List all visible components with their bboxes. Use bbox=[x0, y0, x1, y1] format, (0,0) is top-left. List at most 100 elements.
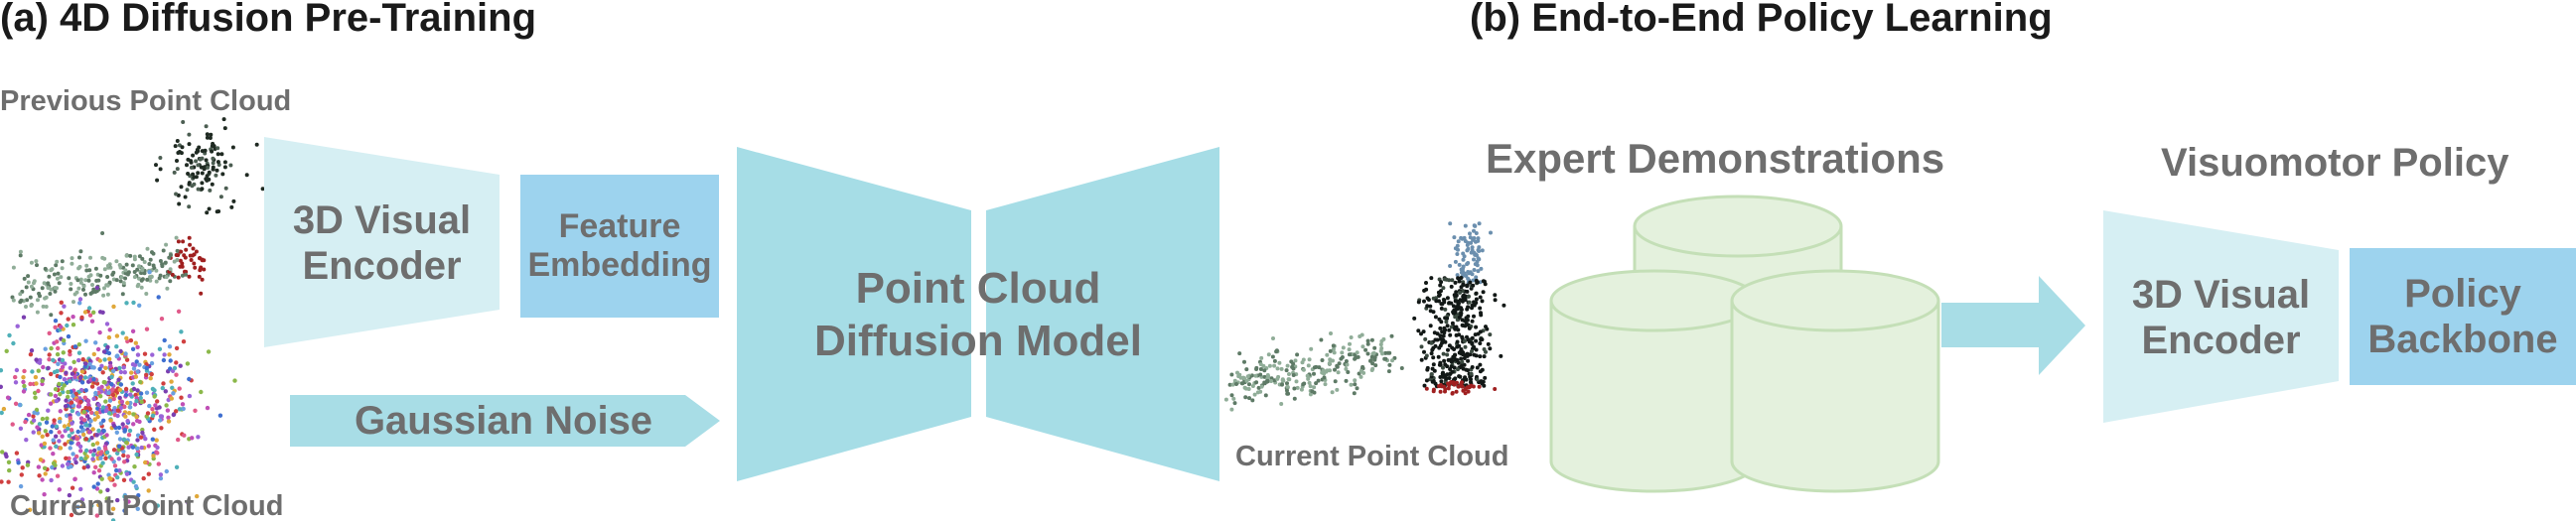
point-cloud-dot bbox=[104, 496, 109, 501]
point-cloud-dot bbox=[1454, 389, 1459, 394]
point-cloud-dot bbox=[107, 356, 112, 361]
point-cloud-dot bbox=[1474, 291, 1479, 296]
point-cloud-dot bbox=[1436, 354, 1441, 359]
point-cloud-dot bbox=[83, 361, 88, 366]
point-cloud-dot bbox=[1474, 353, 1479, 358]
point-cloud-dot bbox=[93, 340, 98, 345]
point-cloud-dot bbox=[1259, 355, 1264, 360]
point-cloud-dot bbox=[1431, 355, 1436, 360]
point-cloud-dot bbox=[98, 452, 103, 457]
point-cloud-dot bbox=[1369, 337, 1374, 342]
point-cloud-dot bbox=[1424, 386, 1429, 391]
point-cloud-dot bbox=[75, 429, 80, 435]
point-cloud-dot bbox=[177, 386, 182, 391]
point-cloud-dot bbox=[133, 340, 138, 345]
point-cloud-dot bbox=[72, 476, 77, 482]
point-cloud-dot bbox=[168, 267, 173, 272]
point-cloud-dot bbox=[164, 468, 169, 474]
point-cloud-dot bbox=[210, 149, 215, 154]
point-cloud-dot bbox=[42, 465, 48, 470]
point-cloud-dot bbox=[121, 453, 126, 458]
point-cloud-dot bbox=[144, 372, 149, 377]
point-cloud-dot bbox=[106, 334, 112, 340]
point-cloud-dot bbox=[196, 435, 201, 440]
point-cloud-dot bbox=[97, 329, 102, 335]
point-cloud-dot bbox=[70, 408, 75, 414]
point-cloud-dot bbox=[90, 442, 96, 448]
point-cloud-dot bbox=[58, 419, 63, 425]
point-cloud-dot bbox=[137, 254, 142, 259]
point-cloud-dot bbox=[1457, 374, 1462, 379]
point-cloud-dot bbox=[98, 394, 103, 399]
point-cloud-dot bbox=[96, 446, 101, 452]
point-cloud-dot bbox=[47, 274, 52, 279]
point-cloud-dot bbox=[157, 346, 163, 351]
point-cloud-dot bbox=[1472, 268, 1477, 272]
point-cloud-dot bbox=[181, 339, 187, 344]
point-cloud-dot bbox=[169, 396, 174, 401]
point-cloud-dot bbox=[1, 406, 7, 412]
point-cloud-dot bbox=[210, 182, 215, 187]
point-cloud-dot bbox=[1465, 351, 1470, 356]
point-cloud-dot bbox=[211, 156, 215, 161]
point-cloud-dot bbox=[150, 413, 156, 418]
point-cloud-dot bbox=[222, 126, 227, 131]
point-cloud-dot bbox=[1483, 375, 1488, 380]
point-cloud-dot bbox=[200, 171, 205, 176]
diffusion-model-line2: Diffusion Model bbox=[814, 317, 1142, 365]
point-cloud-dot bbox=[138, 395, 143, 401]
point-cloud-dot bbox=[1357, 371, 1361, 376]
point-cloud-dot bbox=[219, 152, 224, 157]
point-cloud-dot bbox=[1365, 341, 1370, 346]
point-cloud-dot bbox=[1258, 362, 1263, 367]
point-cloud-dot bbox=[1429, 340, 1434, 345]
point-cloud-dot bbox=[1265, 373, 1270, 377]
point-cloud-dot bbox=[1449, 364, 1454, 369]
point-cloud-dot bbox=[189, 160, 194, 165]
point-cloud-dot bbox=[1349, 382, 1354, 387]
point-cloud-dot bbox=[158, 167, 163, 172]
point-cloud-dot bbox=[137, 264, 141, 269]
point-cloud-dot bbox=[13, 380, 19, 385]
point-cloud-dot bbox=[119, 275, 124, 280]
point-cloud-dot bbox=[1355, 350, 1360, 355]
point-cloud-dot bbox=[34, 381, 39, 386]
point-cloud-dot bbox=[1459, 347, 1464, 351]
point-cloud-dot bbox=[140, 256, 145, 261]
point-cloud-dot bbox=[1480, 299, 1485, 304]
point-cloud-dot bbox=[60, 259, 65, 264]
point-cloud-dot bbox=[1441, 333, 1446, 338]
point-cloud-dot bbox=[1363, 347, 1368, 352]
point-cloud-dot bbox=[42, 441, 48, 447]
point-cloud-dot bbox=[1468, 280, 1473, 285]
point-cloud-dot bbox=[139, 445, 144, 451]
point-cloud-dot bbox=[1323, 382, 1328, 387]
point-cloud-dot bbox=[130, 346, 136, 351]
point-cloud-dot bbox=[124, 301, 129, 306]
point-cloud-dot bbox=[223, 186, 228, 191]
point-cloud-dot bbox=[1454, 332, 1459, 337]
point-cloud-dot bbox=[91, 453, 96, 458]
point-cloud-dot bbox=[1383, 356, 1388, 361]
point-cloud-dot bbox=[114, 344, 119, 349]
point-cloud-dot bbox=[1378, 342, 1383, 347]
point-cloud-dot bbox=[82, 395, 87, 400]
point-cloud-dot bbox=[37, 473, 42, 478]
point-cloud-dot bbox=[1475, 365, 1480, 370]
point-cloud-dot bbox=[126, 499, 131, 504]
point-cloud-dot bbox=[1285, 391, 1290, 396]
point-cloud-dot bbox=[176, 309, 182, 314]
point-cloud-dot bbox=[162, 352, 167, 357]
point-cloud-dot bbox=[1428, 324, 1433, 328]
point-cloud-dot bbox=[1493, 293, 1498, 298]
point-cloud-dot bbox=[47, 352, 52, 357]
point-cloud-dot bbox=[45, 433, 50, 438]
point-cloud-dot bbox=[173, 144, 178, 149]
point-cloud-dot bbox=[91, 287, 96, 292]
point-cloud-dot bbox=[123, 414, 128, 419]
point-cloud-dot bbox=[145, 246, 150, 251]
point-cloud-dot bbox=[85, 398, 91, 404]
point-cloud-dot bbox=[131, 479, 136, 484]
point-cloud-dot bbox=[144, 292, 149, 296]
point-cloud-dot bbox=[1320, 358, 1325, 362]
